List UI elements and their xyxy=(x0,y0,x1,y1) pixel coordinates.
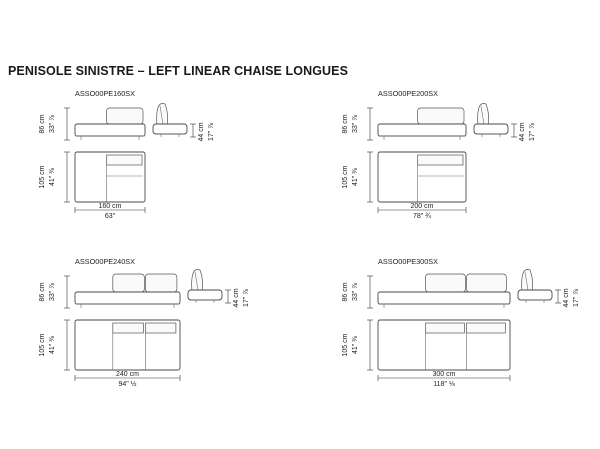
depth-cm-label: 105 cm xyxy=(39,333,46,356)
height-cm-label: 86 cm xyxy=(39,282,46,301)
plan-backrest xyxy=(466,322,506,334)
width-cm-label: 240 cm xyxy=(116,371,139,378)
sofa-base xyxy=(74,123,146,137)
backrest-cushion xyxy=(425,273,466,293)
seat-height-cm-label: 44 cm xyxy=(198,122,205,141)
depth-in-label: 41" ⅜ xyxy=(49,168,56,186)
side-seat xyxy=(152,123,188,135)
side-seat xyxy=(473,123,509,135)
sofa-base xyxy=(377,123,467,137)
backrest-cushion xyxy=(417,107,465,125)
plan-backrest xyxy=(417,154,464,166)
plan-backrest xyxy=(106,154,143,166)
side-backrest xyxy=(477,103,490,127)
side-seat xyxy=(187,289,223,301)
seat-height-in-label: 17" ⅞ xyxy=(573,289,580,307)
side-backrest-seam xyxy=(159,105,164,125)
height-in-label: 33" ⅞ xyxy=(352,115,359,133)
width-cm-label: 200 cm xyxy=(411,203,434,210)
sofa-base xyxy=(377,291,511,305)
side-backrest xyxy=(191,269,204,293)
backrest-cushion xyxy=(466,273,507,293)
height-cm-label: 86 cm xyxy=(39,114,46,133)
depth-in-label: 41" ⅜ xyxy=(49,336,56,354)
seat-height-in-label: 17" ⅞ xyxy=(243,289,250,307)
seat-height-cm-label: 44 cm xyxy=(519,122,526,141)
depth-in-label: 41" ⅜ xyxy=(352,336,359,354)
side-backrest-seam xyxy=(524,271,529,291)
side-backrest xyxy=(156,103,169,127)
width-in-label: 63" xyxy=(105,213,116,220)
page-title: PENISOLE SINISTRE – LEFT LINEAR CHAISE L… xyxy=(8,64,349,78)
backrest-cushion xyxy=(145,273,178,293)
depth-cm-label: 105 cm xyxy=(342,333,349,356)
plan-backrest xyxy=(112,322,144,334)
height-in-label: 33" ⅞ xyxy=(49,283,56,301)
backrest-cushion xyxy=(112,273,145,293)
width-cm-label: 300 cm xyxy=(433,371,456,378)
seat-height-in-label: 17" ⅞ xyxy=(208,123,215,141)
height-in-label: 33" ⅞ xyxy=(49,115,56,133)
width-in-label: 94" ½ xyxy=(118,380,136,388)
side-backrest xyxy=(521,269,534,293)
depth-cm-label: 105 cm xyxy=(342,165,349,188)
backrest-cushion xyxy=(106,107,144,125)
model-code: ASSO00PE300SX xyxy=(378,257,438,266)
height-in-label: 33" ⅞ xyxy=(352,283,359,301)
seat-height-cm-label: 44 cm xyxy=(233,288,240,307)
sofa-base xyxy=(74,291,181,305)
width-in-label: 118" ⅛ xyxy=(433,381,455,388)
plan-backrest xyxy=(425,322,465,334)
height-cm-label: 86 cm xyxy=(342,114,349,133)
side-backrest-seam xyxy=(194,271,199,291)
seat-height-in-label: 17" ⅞ xyxy=(529,123,536,141)
seat-height-cm-label: 44 cm xyxy=(563,288,570,307)
width-in-label: 78" ¾ xyxy=(413,213,431,220)
height-cm-label: 86 cm xyxy=(342,282,349,301)
plan-backrest xyxy=(145,322,177,334)
side-seat xyxy=(517,289,553,301)
side-backrest-seam xyxy=(480,105,485,125)
model-code: ASSO00PE160SX xyxy=(75,89,135,98)
model-code: ASSO00PE200SX xyxy=(378,89,438,98)
width-cm-label: 160 cm xyxy=(99,203,122,210)
depth-in-label: 41" ⅜ xyxy=(352,168,359,186)
depth-cm-label: 105 cm xyxy=(39,165,46,188)
model-code: ASSO00PE240SX xyxy=(75,257,135,266)
